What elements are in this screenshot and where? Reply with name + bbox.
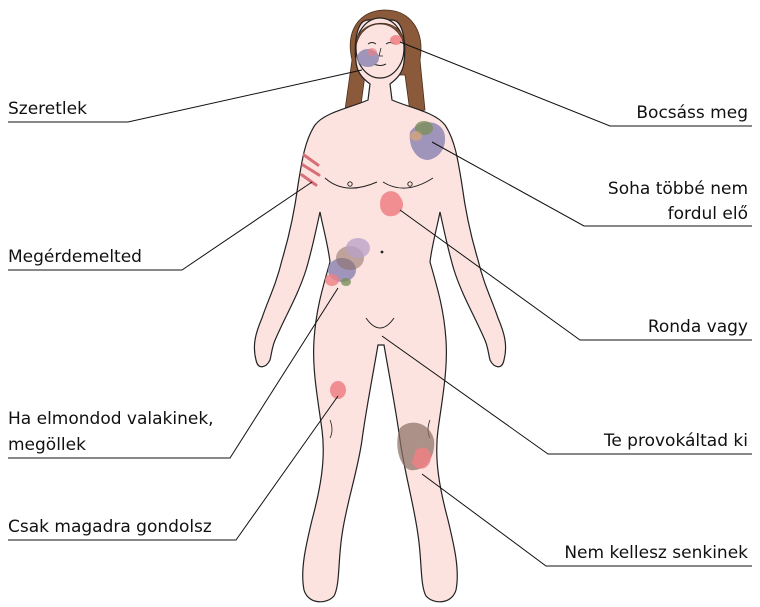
bruise-abdomen-red <box>325 274 339 286</box>
label-ha-elmondod-line2: megöllek <box>8 435 86 455</box>
label-soha-tobbe-line2: fordul elő <box>668 204 748 224</box>
bruise-forehead <box>390 35 402 45</box>
label-megerdemelted: Megérdemelted <box>8 247 142 267</box>
label-soha-tobbe-line1: Soha többé nem <box>608 179 748 199</box>
bruise-abdomen-green <box>341 278 351 286</box>
navel <box>381 251 384 254</box>
label-csak-magadra: Csak magadra gondolsz <box>8 517 212 537</box>
leader-ha-elmondod <box>8 288 338 458</box>
female-body-figure-icon <box>254 10 505 602</box>
label-nem-kellesz: Nem kellesz senkinek <box>564 543 748 563</box>
bruise-face-left-inner <box>367 48 377 56</box>
body-silhouette <box>254 20 505 602</box>
face <box>356 18 404 78</box>
bruise-abdomen-lilac <box>346 238 370 258</box>
label-ronda-vagy: Ronda vagy <box>648 317 748 337</box>
label-te-provokaltad: Te provokáltad ki <box>603 431 748 451</box>
label-ha-elmondod-line1: Ha elmondod valakinek, <box>8 409 214 429</box>
label-bocsass-meg: Bocsáss meg <box>636 103 748 123</box>
bruise-shoulder-orange <box>410 131 422 141</box>
label-szeretlek: Szeretlek <box>8 99 87 119</box>
